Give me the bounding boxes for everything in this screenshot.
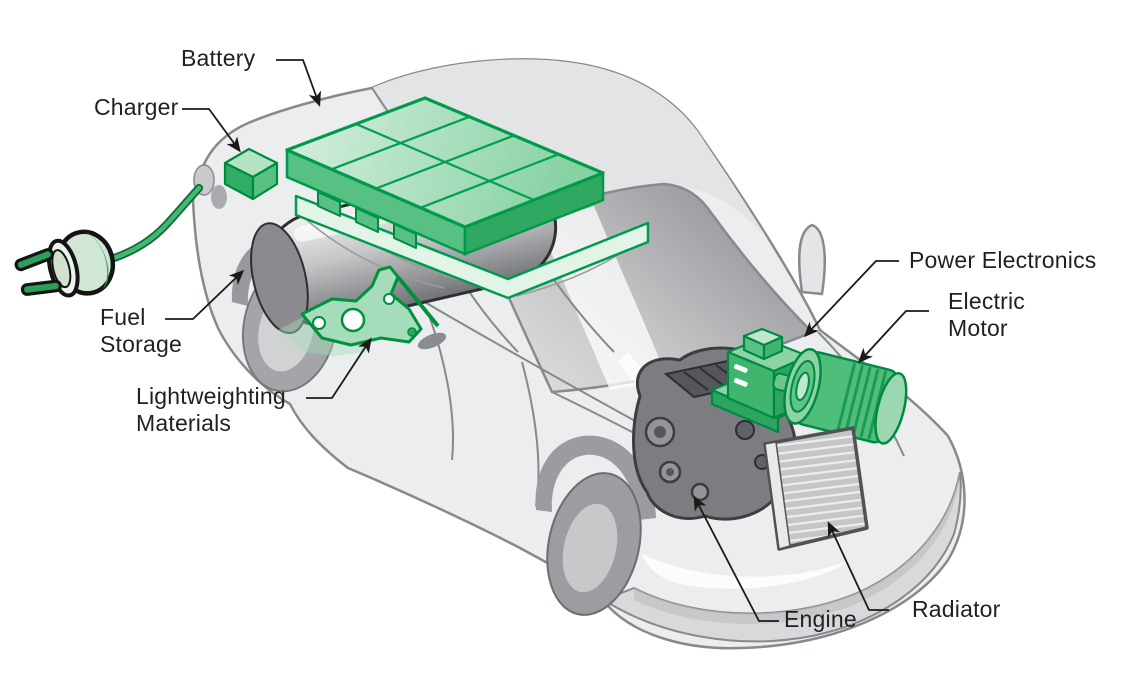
leader-engine [693, 495, 779, 622]
plug-icon [14, 229, 116, 298]
label-fuel-storage-line1: Fuel [100, 304, 146, 330]
label-electric-motor-line2: Motor [948, 315, 1008, 341]
front-bumper [601, 471, 962, 643]
bumper-underlip [634, 472, 960, 624]
power-electronics-box [710, 327, 812, 434]
label-lightweighting-line1: Lightweighting [136, 383, 286, 409]
battery-tray [294, 194, 650, 300]
leader-battery [276, 59, 322, 107]
label-lightweighting-line2: Materials [136, 410, 232, 436]
label-power-electronics: Power Electronics [909, 247, 1097, 273]
leader-charger [182, 108, 241, 153]
windshield-highlight [540, 206, 668, 390]
leader-radiator [827, 521, 889, 611]
label-battery: Battery [181, 45, 256, 71]
label-fuel-storage: Fuel Storage [100, 304, 182, 358]
side-mirror [798, 223, 826, 296]
leader-power-electronics [803, 260, 899, 338]
radiator-panel [763, 426, 869, 551]
lightweighting-arm [278, 265, 447, 356]
bumper-highlight [642, 554, 850, 589]
charging-cord [98, 184, 203, 266]
charger-box [223, 147, 279, 201]
leader-lightweighting [306, 337, 372, 399]
leader-fuel-storage [165, 269, 245, 320]
battery-grid-lines [331, 115, 559, 209]
radiator-side-strip [764, 441, 791, 550]
label-fuel-storage-line2: Storage [100, 331, 182, 357]
label-electric-motor-line1: Electric [948, 288, 1026, 314]
label-charger: Charger [94, 94, 179, 120]
label-engine: Engine [784, 606, 857, 632]
front-wheel [535, 435, 656, 616]
battery-pack [285, 96, 650, 300]
label-lightweighting: Lightweighting Materials [136, 383, 286, 437]
leader-lines [165, 59, 929, 622]
label-electric-motor: Electric Motor [948, 288, 1025, 342]
front-wheel-arch [535, 435, 656, 520]
leader-electric-motor [857, 310, 929, 364]
label-radiator: Radiator [912, 596, 1001, 622]
electric-motor [772, 348, 908, 445]
